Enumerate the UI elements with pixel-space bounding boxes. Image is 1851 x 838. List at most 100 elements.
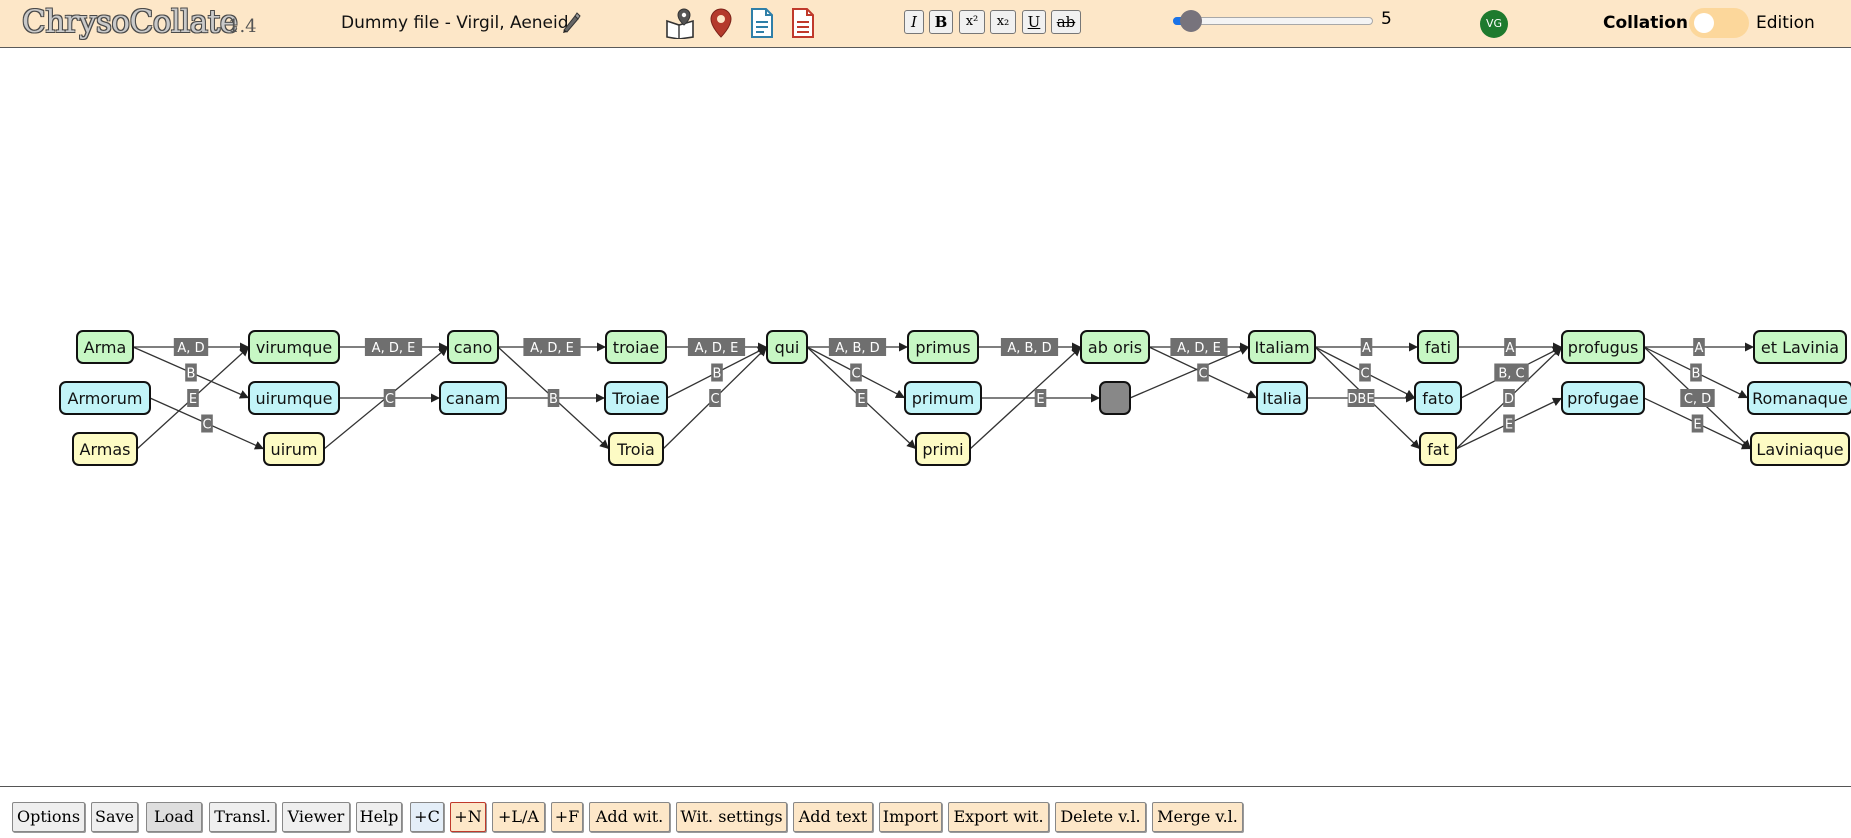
graph-node[interactable]: Troia [608, 432, 664, 466]
graph-node-box[interactable] [248, 330, 340, 364]
graph-node-box[interactable] [1419, 432, 1457, 466]
graph-node-label: Troia [616, 440, 655, 459]
graph-node[interactable]: Romanaque [1747, 381, 1851, 415]
graph-node[interactable] [1099, 381, 1131, 415]
graph-node[interactable]: profugus [1561, 330, 1645, 364]
graph-node-box[interactable] [1417, 330, 1459, 364]
graph-node-box[interactable] [604, 381, 668, 415]
graph-edge-label-bg [1680, 389, 1715, 407]
graph-node[interactable]: troiae [605, 330, 667, 364]
graph-node-box[interactable] [263, 432, 325, 466]
toolbar-button-wit-settings[interactable]: Wit. settings [676, 802, 787, 832]
graph-node[interactable]: canam [439, 381, 507, 415]
graph-node-box[interactable] [608, 432, 664, 466]
graph-node-box[interactable] [1753, 330, 1847, 364]
graph-node-box[interactable] [904, 381, 982, 415]
location-pin-icon[interactable] [708, 7, 734, 43]
graph-node[interactable]: virumque [248, 330, 340, 364]
toolbar-button-add-wit[interactable]: Add wit. [589, 802, 670, 832]
toolbar-button-options[interactable]: Options [12, 802, 85, 832]
graph-node[interactable]: qui [766, 330, 808, 364]
toolbar-button-load[interactable]: Load [146, 802, 202, 832]
toolbar-button-merge-v-l[interactable]: Merge v.l. [1152, 802, 1243, 832]
top-toolbar: ChrysoCollate 1.4 Dummy file - Virgil, A… [0, 0, 1851, 48]
graph-node[interactable]: uirum [263, 432, 325, 466]
graph-node[interactable]: primum [904, 381, 982, 415]
toolbar-button-transl[interactable]: Transl. [209, 802, 276, 832]
toolbar-button-save[interactable]: Save [91, 802, 138, 832]
graph-node-box[interactable] [1414, 381, 1462, 415]
user-avatar[interactable]: VG [1480, 10, 1508, 38]
graph-edge-label-bg [1691, 414, 1704, 433]
graph-node-box[interactable] [915, 432, 971, 466]
slider-thumb[interactable] [1180, 10, 1202, 32]
graph-node-label: primi [922, 440, 963, 459]
graph-edge-label: C [1197, 363, 1209, 382]
edit-pencil-icon[interactable] [561, 10, 581, 38]
app-version: 1.4 [228, 16, 257, 37]
toolbar-button-l-a[interactable]: +L/A [492, 802, 545, 832]
graph-node-label: profugae [1567, 389, 1639, 408]
graph-node-box[interactable] [1099, 381, 1131, 415]
graph-edge-label: DBE [1347, 389, 1375, 407]
graph-node[interactable]: Armas [72, 432, 138, 466]
graph-node[interactable]: Italiam [1248, 330, 1316, 364]
graph-node[interactable]: ab oris [1080, 330, 1150, 364]
toolbar-button-f[interactable]: +F [551, 802, 583, 832]
graph-node[interactable]: Arma [76, 330, 134, 364]
superscript-button[interactable]: x² [959, 10, 985, 34]
graph-node-box[interactable] [1561, 330, 1645, 364]
graph-node-box[interactable] [1561, 381, 1645, 415]
toolbar-button-c[interactable]: +C [410, 802, 444, 832]
graph-node[interactable]: primus [907, 330, 979, 364]
toolbar-button-help[interactable]: Help [356, 802, 402, 832]
toolbar-button-add-text[interactable]: Add text [793, 802, 873, 832]
graph-node-box[interactable] [447, 330, 499, 364]
graph-edge-label-bg [1347, 389, 1375, 407]
toolbar-button-delete-v-l[interactable]: Delete v.l. [1055, 802, 1146, 832]
graph-edge-label: A [1504, 338, 1516, 356]
graph-edge-label: E [187, 389, 199, 407]
graph-node[interactable]: primi [915, 432, 971, 466]
graph-node[interactable]: et Lavinia [1753, 330, 1847, 364]
graph-node-box[interactable] [1248, 330, 1316, 364]
document-red-icon[interactable] [790, 7, 816, 43]
document-icon[interactable] [749, 7, 775, 43]
graph-node-box[interactable] [1747, 381, 1851, 415]
graph-node-box[interactable] [439, 381, 507, 415]
toolbar-button-import[interactable]: Import [879, 802, 942, 832]
toolbar-button-export-wit[interactable]: Export wit. [948, 802, 1049, 832]
graph-node[interactable]: Armorum [59, 381, 151, 415]
graph-node[interactable]: fato [1414, 381, 1462, 415]
graph-node[interactable]: Laviniaque [1750, 432, 1850, 466]
italic-button[interactable]: I [904, 10, 924, 34]
underline-button[interactable]: U [1022, 10, 1046, 34]
toolbar-button-viewer[interactable]: Viewer [282, 802, 350, 832]
graph-node-box[interactable] [59, 381, 151, 415]
graph-node-box[interactable] [605, 330, 667, 364]
subscript-button[interactable]: x₂ [990, 10, 1016, 34]
graph-node-box[interactable] [72, 432, 138, 466]
graph-node-box[interactable] [248, 381, 340, 415]
graph-node[interactable]: Italia [1256, 381, 1308, 415]
graph-node-label: qui [775, 338, 800, 357]
toolbar-button-n[interactable]: +N [450, 802, 486, 832]
graph-node[interactable]: fat [1419, 432, 1457, 466]
slider-track[interactable] [1173, 17, 1373, 25]
graph-node-box[interactable] [1256, 381, 1308, 415]
mode-toggle-knob[interactable] [1694, 13, 1714, 33]
map-book-icon[interactable] [665, 7, 695, 43]
graph-node[interactable]: uirumque [248, 381, 340, 415]
graph-node[interactable]: Troiae [604, 381, 668, 415]
graph-node-box[interactable] [1750, 432, 1850, 466]
graph-node-box[interactable] [907, 330, 979, 364]
graph-node-box[interactable] [1080, 330, 1150, 364]
graph-node[interactable]: cano [447, 330, 499, 364]
strikethrough-button[interactable]: ab [1051, 10, 1081, 34]
graph-node[interactable]: fati [1417, 330, 1459, 364]
graph-node-box[interactable] [76, 330, 134, 364]
graph-node[interactable]: profugae [1561, 381, 1645, 415]
graph-edge-label-text: C [202, 418, 211, 433]
bold-button[interactable]: B [929, 10, 953, 34]
graph-node-box[interactable] [766, 330, 808, 364]
